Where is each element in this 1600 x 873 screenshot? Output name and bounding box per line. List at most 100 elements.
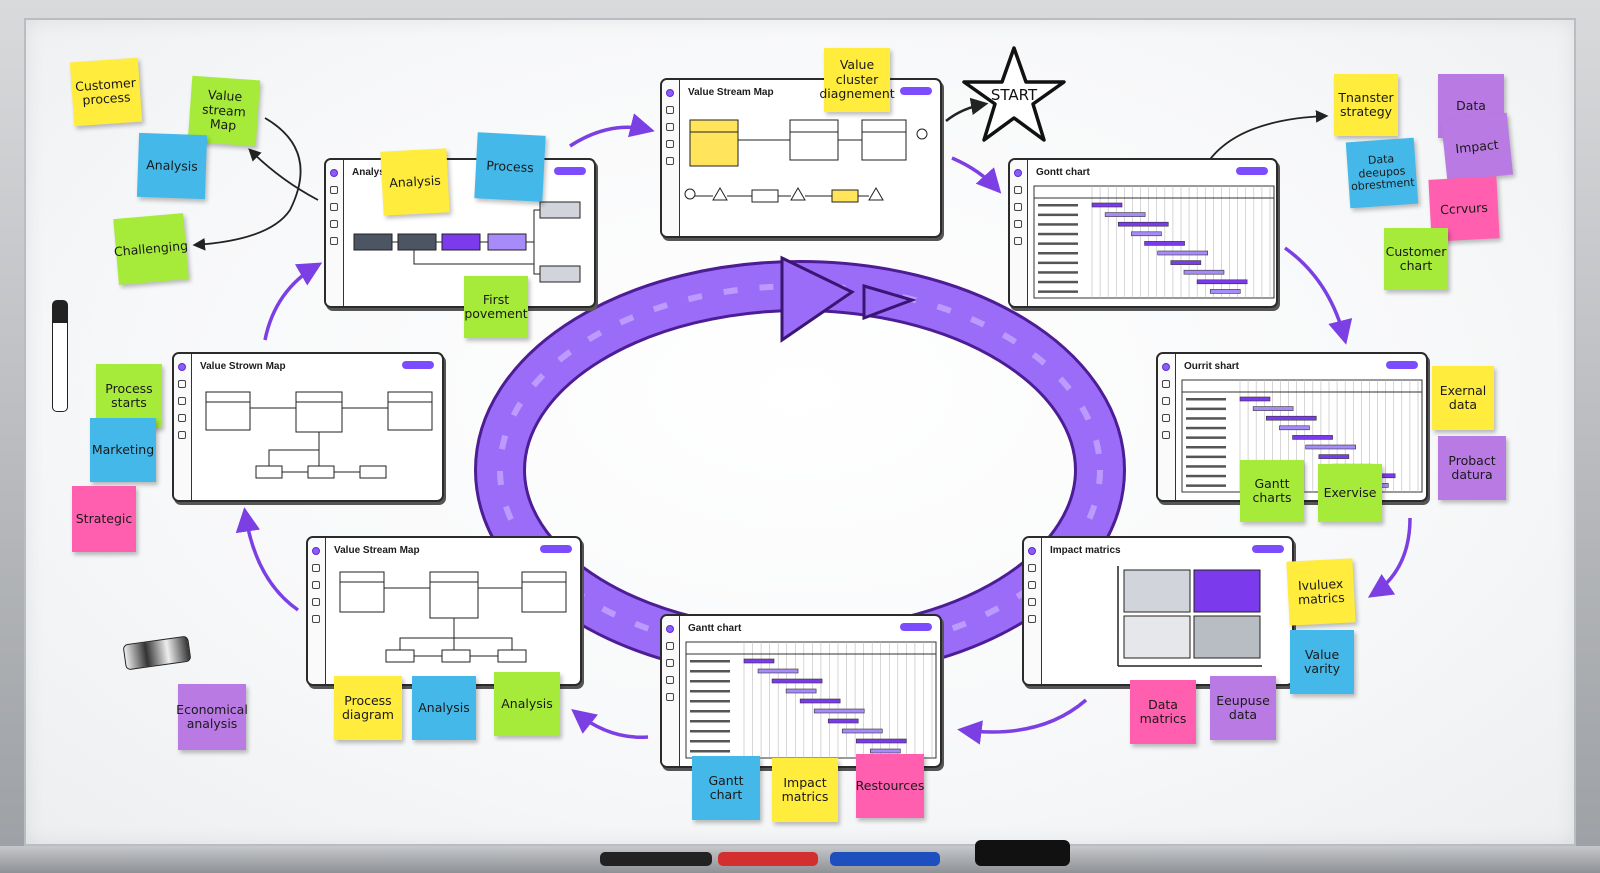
sticky-marketing[interactable]: Marketing [90,418,156,482]
window-title: Value Strown Map [200,361,286,372]
window-action-button[interactable] [900,623,932,631]
gantt-bar [841,728,883,734]
window-title: Analysis [352,167,394,178]
gantt-bar [1170,260,1202,265]
sticky-tnanster-strategy[interactable]: Tnanster strategy [1334,74,1398,136]
sticky-ivuluex-matrics[interactable]: Ivuluex matrics [1286,558,1356,626]
sticky-process-starts[interactable]: Process starts [96,364,162,428]
flow-arrow-8 [263,262,323,341]
gantt-bar [757,668,799,674]
window-sidebar [1158,354,1176,500]
gantt-bar [1104,212,1146,217]
window-title: Value Stream Map [688,87,774,98]
flow-arrow-3 [1283,246,1353,345]
window-sidebar [308,538,326,684]
gantt-bar [856,738,907,744]
gantt-bar [1131,231,1162,237]
gantt-bar [799,698,841,704]
gantt-bar [1091,202,1123,208]
value-stream-map-window-top[interactable]: Value Stream Map [660,78,942,238]
gantt-bar [1209,289,1241,294]
sticky-process-diagram[interactable]: Process diagram [334,676,402,740]
value-stream-diagram [205,391,433,479]
marker-black[interactable] [600,852,712,866]
sticky-analysis-left[interactable]: Analysis [136,132,208,200]
gantt-bar [1196,279,1248,285]
matrix-cell [1193,615,1261,659]
value-stream-diagram [684,119,928,203]
sticky-challenging[interactable]: Challenging [113,213,189,285]
flow-arrow-5 [957,698,1088,745]
window-action-button[interactable] [1386,361,1418,369]
window-sidebar [662,616,680,766]
sticky-value-varity[interactable]: Value varity [1290,630,1354,694]
sticky-value-cluster[interactable]: Value cluster diagnement [819,48,895,112]
sticky-analysis-bottom-2[interactable]: Analysis [494,672,560,736]
gantt-bar [1252,406,1294,411]
sticky-eeupuse-data[interactable]: Eeupuse data [1210,676,1276,740]
value-stream-map-window-bottom[interactable]: Value Stream Map [306,536,582,686]
sticky-analysis-bottom-1[interactable]: Analysis [412,676,476,740]
marker-blue[interactable] [830,852,940,866]
window-action-button[interactable] [900,87,932,95]
window-action-button[interactable] [554,167,586,175]
window-action-button[interactable] [1252,545,1284,553]
gantt-bar [1144,241,1185,246]
window-sidebar [326,160,344,306]
sticky-economical-analysis[interactable]: Economical analysis [176,684,248,750]
gantt-bar [1318,454,1350,459]
gantt-chart-window-top-right[interactable]: Gontt chart [1008,158,1278,308]
window-title: Ourrit shart [1184,361,1240,372]
sticky-data-deeupos[interactable]: Data deeupos obrestment [1345,137,1419,209]
analysis-window[interactable]: Analysis [324,158,596,308]
sticky-customer-process[interactable]: Customer process [69,57,143,127]
gantt-bar [1183,269,1225,275]
gantt-bar [1157,250,1208,256]
window-title: Gontt chart [1036,167,1090,178]
ink-arrow-3 [945,97,989,122]
flow-arrow-7 [235,507,300,612]
start-star-icon [962,46,1066,142]
sticky-first-povement[interactable]: First povement [464,276,528,338]
window-sidebar [174,354,192,500]
gantt-bar [743,658,775,664]
value-stream-diagram [339,571,567,663]
marker-red[interactable] [718,852,818,866]
process-flow-diagram [353,201,581,283]
window-action-button[interactable] [540,545,572,553]
gantt-bar [785,688,817,694]
sticky-data-matrics[interactable]: Data matrics [1130,680,1196,744]
gantt-chart [685,641,937,759]
impact-matrix-window[interactable]: Impact matrics [1022,536,1294,686]
sticky-gantt-chart-bottom[interactable]: Gantt chart [692,756,760,820]
window-title: Impact matrics [1050,545,1121,556]
gantt-chart [1033,185,1275,299]
sticky-impact-matrics[interactable]: Impact matrics [772,758,838,822]
window-action-button[interactable] [402,361,434,369]
matrix-cell [1193,569,1261,613]
flow-arrow-1 [569,113,655,148]
gantt-chart-window-bottom[interactable]: Gantt chart [660,614,942,768]
gantt-bar [870,748,901,754]
matrix-cell [1123,615,1191,659]
sticky-strategic[interactable]: Strategic [72,486,136,552]
value-stream-map-window-left[interactable]: Value Strown Map [172,352,444,502]
start-label: START [990,86,1038,104]
sticky-gantt-charts[interactable]: Gantt charts [1240,460,1304,522]
flow-arrow-6 [571,708,649,740]
window-action-button[interactable] [1236,167,1268,175]
ink-arrow-1 [248,148,319,201]
sticky-restources[interactable]: Restources [856,754,924,818]
gantt-bar [1292,435,1333,440]
sticky-exernal-data[interactable]: Exernal data [1432,366,1494,430]
sticky-analysis-top[interactable]: Analysis [380,148,450,216]
eraser[interactable] [975,840,1070,866]
marker-on-board[interactable] [52,300,68,412]
sticky-probact-datura[interactable]: Probact datura [1438,436,1506,500]
cycle-arrowhead-left [862,284,917,321]
sticky-customer-chart[interactable]: Customer chart [1384,228,1448,290]
gantt-bar [1305,444,1356,450]
sticky-exervise[interactable]: Exervise [1318,464,1382,522]
sticky-impact[interactable]: Impact [1440,112,1514,182]
sticky-process-top[interactable]: Process [474,132,546,202]
